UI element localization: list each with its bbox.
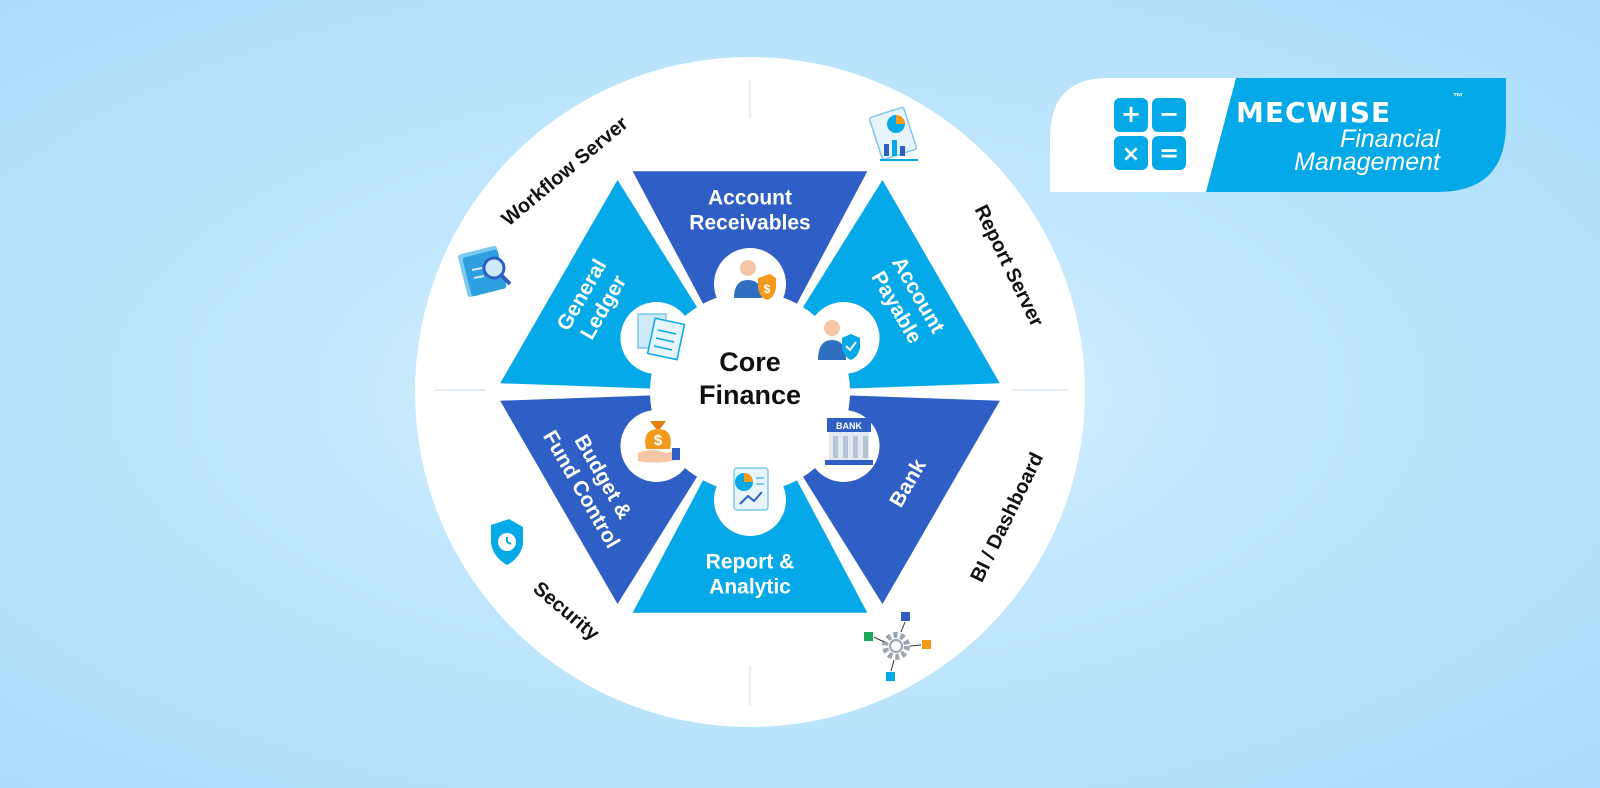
svg-text:$: $ bbox=[764, 282, 771, 296]
segment-account-receivables-label-line: Receivables bbox=[689, 212, 810, 235]
outer-icons bbox=[458, 106, 931, 681]
segment-report-analytic-label: Report &Analytic bbox=[706, 551, 795, 599]
report-server-icon bbox=[868, 106, 918, 161]
calculator-icon: + − × = bbox=[1114, 98, 1186, 170]
security-shield-icon bbox=[491, 519, 523, 565]
segment-report-analytic-label-line: Report & bbox=[706, 551, 795, 574]
segment-report-analytic-label-line: Analytic bbox=[709, 576, 791, 599]
equals-symbol: = bbox=[1159, 139, 1179, 167]
plus-symbol: + bbox=[1121, 100, 1141, 128]
bank-building-icon: BANK bbox=[825, 418, 873, 465]
multiply-symbol: × bbox=[1122, 142, 1140, 167]
minus-symbol: − bbox=[1159, 100, 1179, 128]
segment-icons: $ BANK bbox=[637, 260, 873, 511]
bi-dashboard-gear-icon bbox=[864, 612, 931, 681]
workflow-server-icon bbox=[458, 245, 512, 297]
segment-account-receivables[interactable] bbox=[632, 171, 868, 313]
brand-card: + − × = bbox=[1050, 78, 1506, 192]
report-chart-icon bbox=[733, 467, 769, 511]
brand-subtitle-line2: Management bbox=[1294, 148, 1440, 176]
brand-trademark: ™ bbox=[1453, 92, 1463, 103]
brand-subtitle: Financial Management bbox=[1260, 125, 1440, 176]
segment-report-analytic[interactable] bbox=[632, 471, 868, 613]
money-bag-icon: $ bbox=[638, 421, 680, 463]
receivable-person-icon: $ bbox=[734, 260, 776, 300]
center-title-line1: Core bbox=[719, 347, 781, 377]
payable-person-icon bbox=[818, 320, 860, 360]
ledger-document-icon bbox=[637, 313, 686, 361]
ring-separators bbox=[435, 80, 1068, 706]
brand-subtitle-line1: Financial bbox=[1339, 125, 1440, 153]
bank-sign-text: BANK bbox=[836, 421, 862, 431]
center-circle bbox=[650, 292, 850, 492]
svg-text:$: $ bbox=[654, 432, 663, 449]
brand-name: MECWISE bbox=[1236, 96, 1392, 129]
center-title-line2: Finance bbox=[699, 380, 801, 410]
segment-account-receivables-label-line: Account bbox=[708, 187, 792, 210]
